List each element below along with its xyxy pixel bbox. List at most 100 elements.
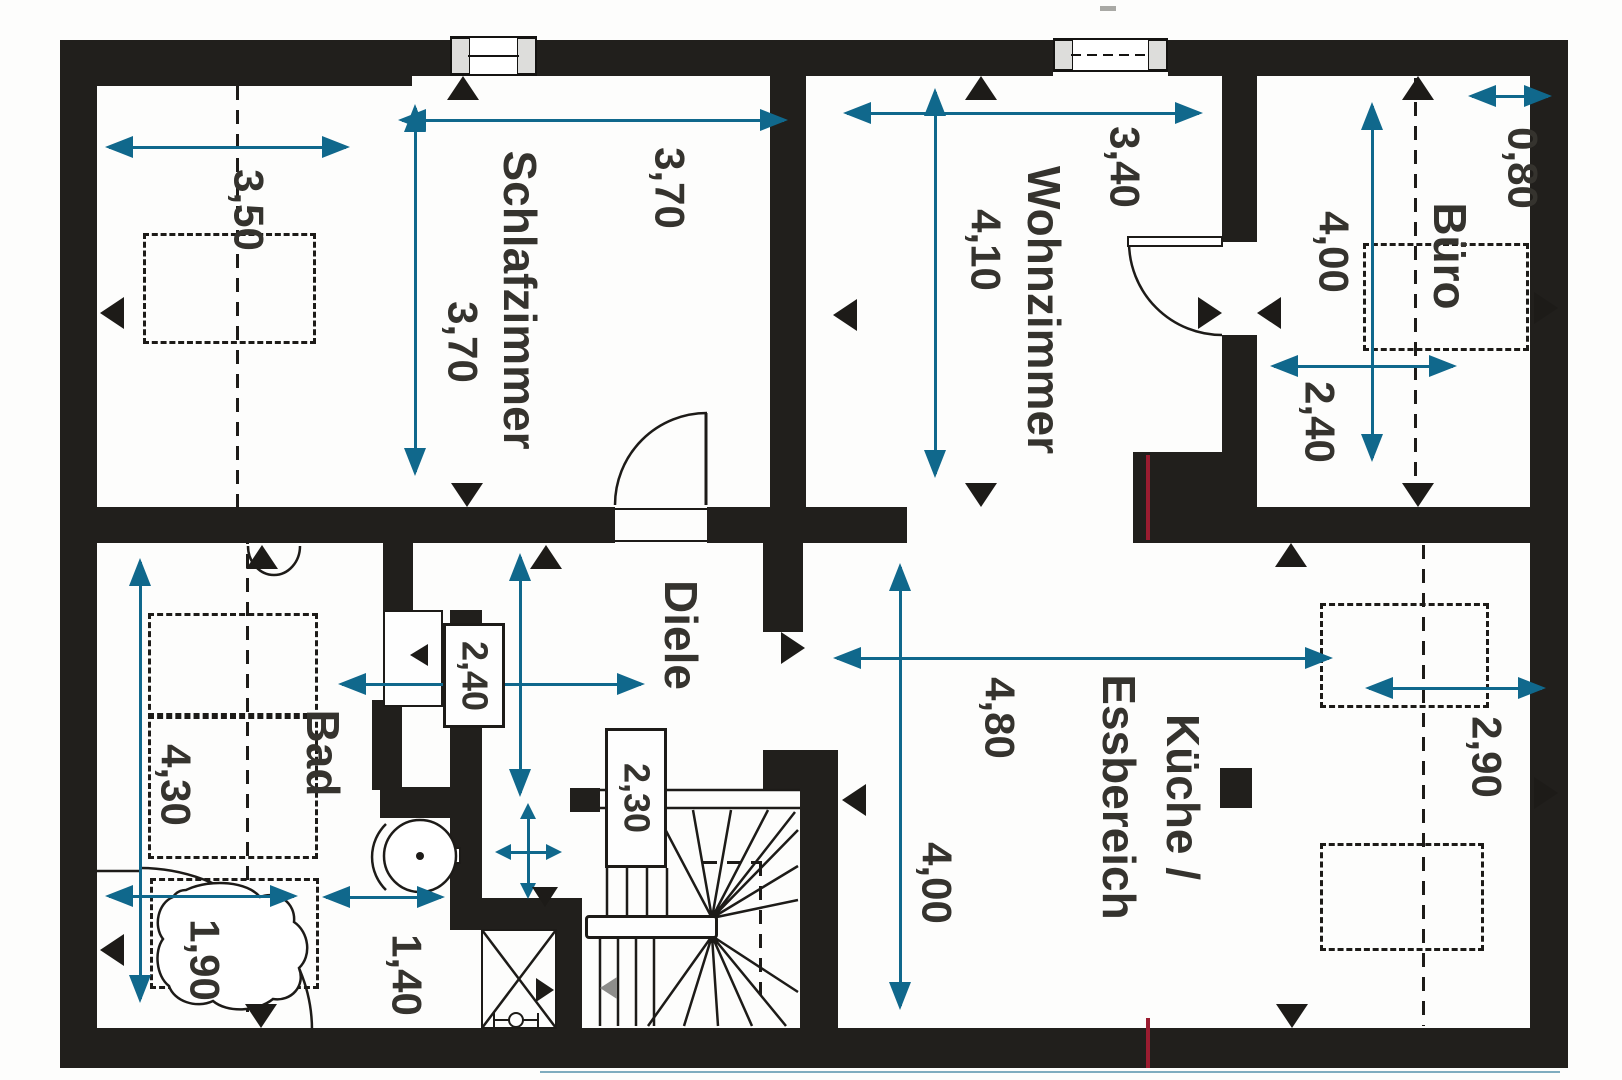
dimension-line	[1274, 364, 1453, 368]
door-arc-wohnzimmer-buero	[1127, 241, 1223, 337]
marker-triangle	[1275, 543, 1307, 567]
marker-triangle	[447, 76, 479, 100]
dimension-arrowhead	[1518, 677, 1546, 699]
dimension-line	[837, 656, 1329, 660]
dimension-arrowhead	[105, 136, 133, 158]
furniture-outline	[1320, 843, 1484, 951]
scan-red-line	[1146, 1018, 1150, 1068]
wall-segment	[1257, 507, 1530, 543]
furniture-outline	[148, 613, 318, 719]
dimension-line	[526, 807, 530, 895]
marker-triangle	[532, 887, 558, 907]
marker-triangle	[842, 784, 866, 816]
dimension-line	[518, 557, 522, 793]
stair-handrail	[585, 915, 718, 939]
furniture-outline	[143, 233, 316, 344]
wall-segment	[383, 543, 413, 613]
room-label-wohnzimmer: Wohnzimmer	[1017, 166, 1070, 454]
dimension-line	[109, 894, 294, 898]
dimension-arrowhead	[509, 553, 531, 581]
dimension-line	[413, 108, 417, 472]
dimension-label: 1,40	[383, 934, 431, 1016]
marker-triangle	[965, 76, 997, 100]
wall-segment	[60, 1028, 1568, 1068]
dashed-axis-line	[236, 86, 239, 507]
dimension-arrowhead	[889, 563, 911, 591]
wall-segment	[763, 543, 803, 632]
wall-segment	[1530, 40, 1568, 1068]
dimension-line	[1369, 686, 1542, 690]
wall-segment	[1133, 452, 1257, 543]
dimension-arrowhead	[1175, 102, 1203, 124]
room-label-schlafzimmer: Schlafzimmer	[493, 150, 546, 450]
marker-triangle	[100, 297, 124, 329]
dimension-arrowhead	[617, 673, 645, 695]
washbasin-outer-arc	[370, 823, 387, 891]
dimension-arrowhead	[1468, 85, 1496, 107]
wall-segment	[372, 700, 402, 790]
room-label-buero: Büro	[1423, 202, 1476, 310]
dimension-arrowhead	[924, 450, 946, 478]
marker-triangle	[1402, 483, 1434, 507]
scan-speckle	[1100, 6, 1116, 11]
marker-triangle	[530, 545, 562, 569]
window-jamb	[517, 38, 536, 74]
dashed-axis-line	[246, 530, 249, 1012]
dimension-line	[138, 562, 142, 999]
dimension-arrowhead	[833, 647, 861, 669]
marker-triangle	[1534, 292, 1558, 324]
dimension-arrowhead	[843, 102, 871, 124]
dimension-box-label: 2,40	[454, 640, 496, 711]
stairs-fan-upper	[653, 809, 799, 920]
marker-triangle	[965, 483, 997, 507]
dimension-arrowhead	[1524, 85, 1552, 107]
dimension-arrowhead	[129, 975, 151, 1003]
dashed-axis-line	[703, 861, 762, 864]
dimension-arrowhead	[322, 886, 350, 908]
dimension-arrowhead	[1270, 355, 1298, 377]
dimension-arrowhead	[270, 885, 298, 907]
marker-triangle	[1402, 76, 1434, 100]
dimension-label: 4,30	[152, 744, 200, 826]
dimension-label: 2,40	[1296, 381, 1344, 463]
dashed-axis-line	[1422, 545, 1425, 1026]
marker-triangle	[1534, 777, 1558, 809]
scan-blue-edge	[540, 1071, 1560, 1073]
wall-segment	[570, 788, 600, 812]
room-label-bad: Bad	[296, 709, 349, 797]
dimension-line	[109, 145, 346, 149]
stairs-treads-straight	[605, 868, 669, 915]
marker-triangle	[410, 644, 428, 666]
dimension-arrowhead	[495, 844, 511, 860]
dashed-axis-line	[759, 862, 762, 995]
dimension-label: 3,70	[646, 147, 694, 229]
shaft-cross	[481, 929, 557, 1029]
wall-segment	[60, 40, 97, 1068]
dimension-arrowhead	[404, 104, 426, 132]
marker-triangle	[100, 934, 124, 966]
window-jamb	[1148, 40, 1167, 70]
washbasin-drain	[416, 852, 424, 860]
dimension-line	[933, 92, 937, 474]
dimension-label: 4,00	[1310, 211, 1358, 293]
marker-triangle	[246, 545, 278, 569]
wall-segment	[380, 787, 450, 818]
dimension-box: 2,30	[605, 728, 667, 868]
dimension-arrowhead	[129, 558, 151, 586]
wall-segment	[450, 898, 582, 930]
dimension-arrowhead	[338, 673, 366, 695]
wall-segment	[707, 507, 907, 543]
dimension-arrowhead	[105, 885, 133, 907]
window-symbol	[1053, 38, 1168, 72]
marker-triangle	[451, 483, 483, 507]
window-glazing-line	[468, 55, 519, 57]
dimension-line	[326, 895, 441, 899]
window-glazing-line	[1071, 54, 1150, 56]
dimension-label: 4,00	[913, 842, 961, 924]
door-threshold-schlafzimmer	[615, 508, 707, 542]
wall-segment	[97, 507, 615, 543]
room-label-kueche-essbereich: Küche / Essbereich	[1093, 674, 1209, 920]
dimension-line	[898, 567, 902, 1006]
